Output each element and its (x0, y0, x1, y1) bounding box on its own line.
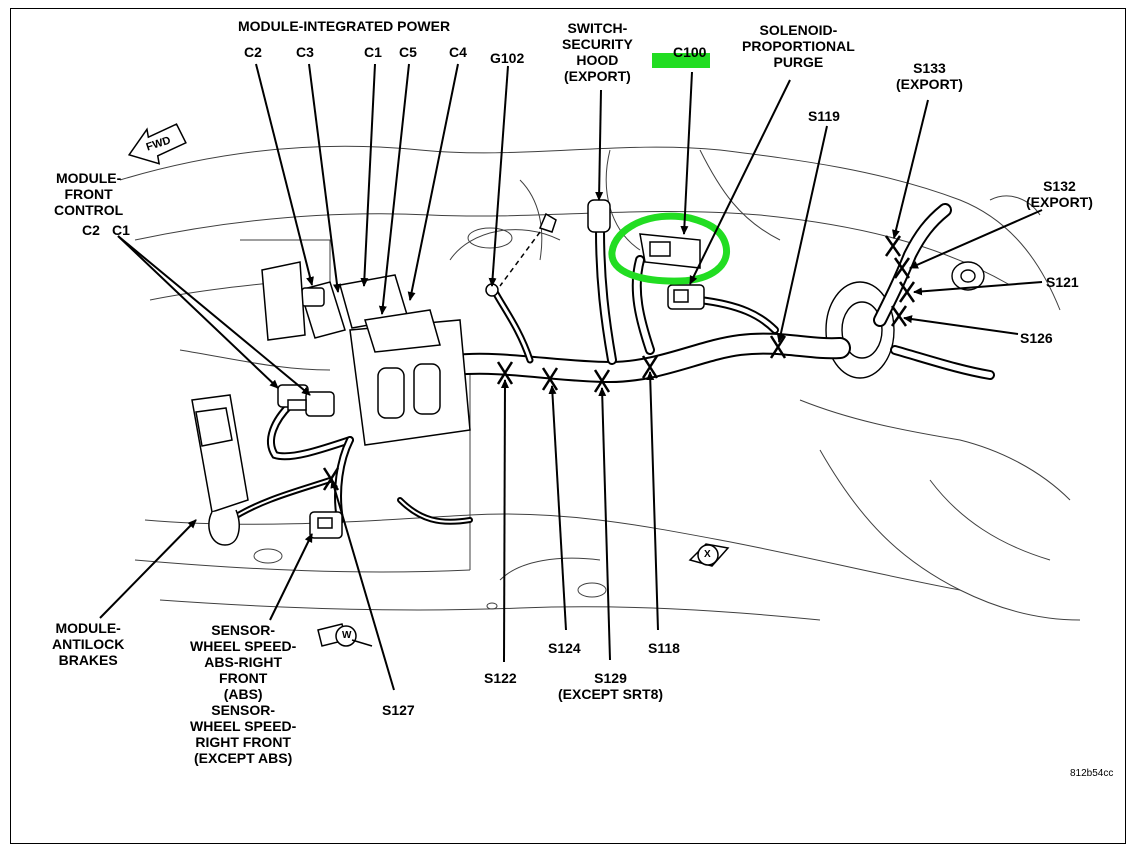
purge-solenoid-connector (667, 284, 705, 310)
label-s119: S119 (808, 108, 840, 124)
label-c3-top: C3 (296, 44, 314, 60)
antilock-module (191, 394, 249, 546)
front-control-connectors (277, 384, 335, 417)
leader-lines (99, 63, 1043, 691)
label-s133: S133 (EXPORT) (896, 60, 963, 92)
integrated-power-module (261, 261, 471, 446)
label-s122: S122 (484, 670, 517, 686)
label-sensor-wheel-speed: SENSOR- WHEEL SPEED- ABS-RIGHT FRONT (AB… (190, 622, 297, 766)
label-s118: S118 (648, 640, 680, 656)
diagram-frame (10, 8, 1126, 844)
engine-bay-outline (119, 145, 1081, 621)
label-module-front-control: MODULE- FRONT CONTROL (54, 170, 124, 218)
label-s132: S132 (EXPORT) (1026, 178, 1093, 210)
label-c100: C100 (673, 44, 707, 60)
label-c2-top: C2 (244, 44, 262, 60)
label-module-integrated-power: MODULE-INTEGRATED POWER (238, 18, 451, 34)
c100-connector (639, 233, 701, 269)
label-c1-top: C1 (364, 44, 382, 60)
hood-switch-connector (587, 199, 611, 233)
label-s124: S124 (548, 640, 581, 656)
view-x-symbol (688, 543, 730, 567)
figure-code: 812b54cc (1070, 768, 1114, 779)
label-c1-left: C1 (112, 222, 130, 238)
c100-highlight-bar (652, 53, 710, 68)
view-w-symbol (317, 623, 373, 647)
label-c4-top: C4 (449, 44, 467, 60)
label-s127: S127 (382, 702, 415, 718)
label-solenoid-purge: SOLENOID- PROPORTIONAL PURGE (742, 22, 855, 70)
main-harness (227, 203, 995, 525)
label-c5-top: C5 (399, 44, 417, 60)
fwd-arrow (127, 123, 187, 165)
label-switch-security-hood: SWITCH- SECURITY HOOD (EXPORT) (562, 20, 633, 84)
label-module-antilock-brakes: MODULE- ANTILOCK BRAKES (52, 620, 125, 668)
label-c2-left: C2 (82, 222, 100, 238)
label-s129: S129 (EXCEPT SRT8) (558, 670, 664, 702)
label-view-x: X (704, 549, 711, 560)
ground-g102 (485, 212, 557, 297)
c100-highlight-loop (608, 212, 731, 285)
label-s121: S121 (1046, 274, 1079, 290)
wheel-speed-connector (309, 511, 343, 539)
label-view-w: W (342, 630, 352, 641)
label-s126: S126 (1020, 330, 1053, 346)
label-g102: G102 (490, 50, 525, 66)
